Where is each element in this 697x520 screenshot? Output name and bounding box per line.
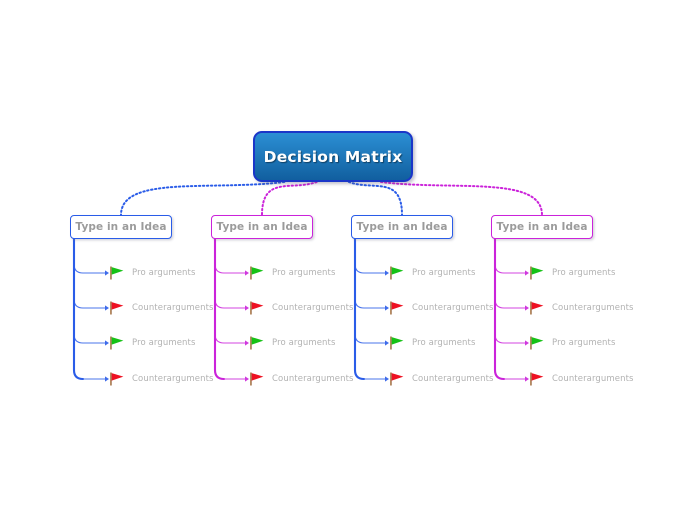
- idea-node-label: Type in an Idea: [356, 221, 448, 233]
- leaf-item-label: Counterarguments: [552, 303, 634, 313]
- root-to-idea-connector-3: [347, 181, 403, 216]
- leaf-connector-3-3: [354, 333, 386, 344]
- leaf-item[interactable]: Pro arguments: [388, 335, 475, 351]
- red-flag-icon: [250, 372, 264, 386]
- leaf-item[interactable]: Counterarguments: [108, 371, 214, 387]
- leaf-item-label: Pro arguments: [412, 268, 476, 278]
- leaf-item-label: Counterarguments: [552, 374, 634, 384]
- leaf-item-label: Pro arguments: [132, 268, 196, 278]
- leaf-connector-2-1: [214, 263, 246, 274]
- leaf-item-label: Counterarguments: [132, 374, 214, 384]
- leaf-item-label: Counterarguments: [272, 303, 354, 313]
- leaf-item[interactable]: Counterarguments: [528, 371, 634, 387]
- branch-spine-1: [72, 237, 85, 381]
- leaf-item-label: Pro arguments: [552, 268, 616, 278]
- leaf-item[interactable]: Pro arguments: [248, 265, 335, 281]
- leaf-connector-4-3: [494, 333, 526, 344]
- red-flag-icon: [110, 301, 124, 315]
- green-flag-icon: [250, 336, 264, 350]
- idea-node-1[interactable]: Type in an Idea: [70, 215, 172, 239]
- leaf-connector-2-3: [214, 333, 246, 344]
- leaf-item-label: Pro arguments: [132, 338, 196, 348]
- green-flag-icon: [530, 266, 544, 280]
- green-flag-icon: [530, 336, 544, 350]
- red-flag-icon: [110, 372, 124, 386]
- leaf-item-label: Counterarguments: [412, 374, 494, 384]
- leaf-item[interactable]: Counterarguments: [248, 371, 354, 387]
- branch-spine-4: [493, 237, 506, 381]
- idea-node-3[interactable]: Type in an Idea: [351, 215, 453, 239]
- leaf-connector-2-2: [214, 298, 246, 309]
- leaf-item-label: Counterarguments: [412, 303, 494, 313]
- green-flag-icon: [110, 266, 124, 280]
- leaf-item[interactable]: Pro arguments: [388, 265, 475, 281]
- root-node-decision-matrix[interactable]: Decision Matrix: [253, 131, 413, 182]
- leaf-connector-3-1: [354, 263, 386, 274]
- idea-node-label: Type in an Idea: [496, 221, 588, 233]
- idea-node-label: Type in an Idea: [75, 221, 167, 233]
- green-flag-icon: [250, 266, 264, 280]
- leaf-connector-4-2: [494, 298, 526, 309]
- leaf-item[interactable]: Counterarguments: [108, 300, 214, 316]
- red-flag-icon: [530, 372, 544, 386]
- leaf-item-label: Pro arguments: [412, 338, 476, 348]
- leaf-item[interactable]: Pro arguments: [248, 335, 335, 351]
- leaf-item[interactable]: Counterarguments: [528, 300, 634, 316]
- leaf-connector-1-3: [73, 333, 106, 344]
- leaf-connector-4-1: [494, 263, 526, 274]
- branch-spine-3: [353, 237, 366, 381]
- leaf-item-label: Pro arguments: [272, 268, 336, 278]
- leaf-item[interactable]: Pro arguments: [108, 335, 195, 351]
- root-node-label: Decision Matrix: [263, 147, 403, 166]
- green-flag-icon: [390, 336, 404, 350]
- leaf-item[interactable]: Counterarguments: [388, 371, 494, 387]
- red-flag-icon: [390, 372, 404, 386]
- idea-node-4[interactable]: Type in an Idea: [491, 215, 593, 239]
- leaf-item-label: Pro arguments: [272, 338, 336, 348]
- root-to-idea-connector-1: [120, 181, 286, 216]
- branch-spine-2: [213, 237, 226, 381]
- red-flag-icon: [390, 301, 404, 315]
- root-to-idea-connector-2: [261, 181, 318, 216]
- idea-node-2[interactable]: Type in an Idea: [211, 215, 313, 239]
- red-flag-icon: [530, 301, 544, 315]
- leaf-item[interactable]: Pro arguments: [528, 265, 615, 281]
- leaf-item-label: Counterarguments: [132, 303, 214, 313]
- green-flag-icon: [110, 336, 124, 350]
- leaf-connector-1-1: [73, 263, 106, 274]
- leaf-item[interactable]: Counterarguments: [248, 300, 354, 316]
- green-flag-icon: [390, 266, 404, 280]
- idea-node-label: Type in an Idea: [216, 221, 308, 233]
- leaf-item[interactable]: Pro arguments: [108, 265, 195, 281]
- leaf-item[interactable]: Pro arguments: [528, 335, 615, 351]
- root-to-idea-connector-4: [380, 181, 543, 216]
- leaf-item-label: Pro arguments: [552, 338, 616, 348]
- leaf-item-label: Counterarguments: [272, 374, 354, 384]
- leaf-connector-1-2: [73, 298, 106, 309]
- leaf-item[interactable]: Counterarguments: [388, 300, 494, 316]
- red-flag-icon: [250, 301, 264, 315]
- leaf-connector-3-2: [354, 298, 386, 309]
